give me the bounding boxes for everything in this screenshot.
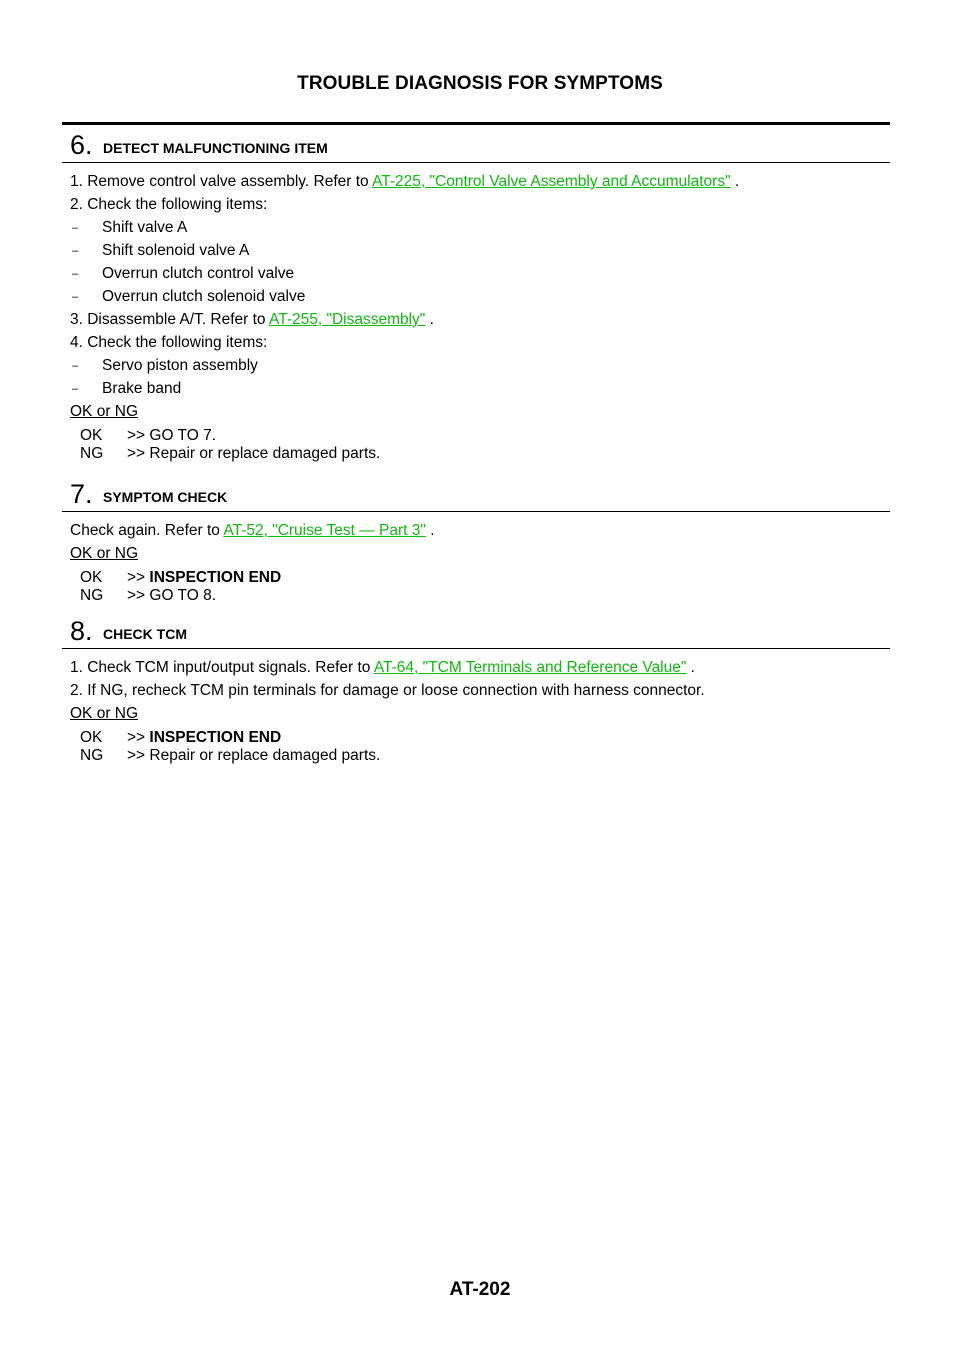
step-8-section: 8. CHECK TCM 1. Check TCM input/output s… xyxy=(62,616,890,765)
result-text: >> INSPECTION END xyxy=(127,729,281,747)
step-6-title: DETECT MALFUNCTIONING ITEM xyxy=(103,140,328,156)
link-disassembly[interactable]: AT-255, "Disassembly" xyxy=(269,311,426,328)
step-7-title: SYMPTOM CHECK xyxy=(103,489,228,505)
step-7-heading: 7. SYMPTOM CHECK xyxy=(62,479,890,512)
step-7-line: Check again. Refer to AT-52, "Cruise Tes… xyxy=(70,522,890,540)
step-7-line-text: Check again. Refer to xyxy=(70,522,224,539)
result-code: NG xyxy=(80,747,104,764)
list-item-text: Servo piston assembly xyxy=(102,357,258,374)
step-8-heading: 8. CHECK TCM xyxy=(62,616,890,649)
result-bold: INSPECTION END xyxy=(149,729,282,746)
step-7-section: 7. SYMPTOM CHECK Check again. Refer to A… xyxy=(62,479,890,605)
step-6-section: 6. DETECT MALFUNCTIONING ITEM 1. Remove … xyxy=(62,130,890,463)
list-item-text: Shift valve A xyxy=(102,219,188,236)
ok-or-ng-text: OK or NG xyxy=(70,403,139,420)
step-6-item-1: 1. Remove control valve assembly. Refer … xyxy=(70,173,890,191)
list-item: – Brake band xyxy=(70,380,890,398)
step-6-item-1-text: 1. Remove control valve assembly. Refer … xyxy=(70,173,373,190)
dash-bullet: – xyxy=(72,360,79,372)
step-8-item-1: 1. Check TCM input/output signals. Refer… xyxy=(70,659,890,677)
header-rule xyxy=(62,122,890,125)
list-item-text: Shift solenoid valve A xyxy=(102,242,250,259)
result-text: >> GO TO 8. xyxy=(127,587,217,604)
step-6-item-3-text: 3. Disassemble A/T. Refer to xyxy=(70,311,270,328)
step-8-item-2: 2. If NG, recheck TCM pin terminals for … xyxy=(70,682,705,699)
result-ok: OK >> INSPECTION END xyxy=(80,569,890,587)
result-text: >> GO TO 7. xyxy=(127,427,217,444)
result-ok: OK >> INSPECTION END xyxy=(80,729,890,747)
result-code: OK xyxy=(80,569,103,586)
step-6-item-4: 4. Check the following items: xyxy=(70,334,268,351)
step-6-item-3-end: . xyxy=(425,311,434,328)
dash-bullet: – xyxy=(72,245,79,257)
link-control-valve-assembly[interactable]: AT-225, "Control Valve Assembly and Accu… xyxy=(372,173,731,190)
step-7-number: 7. xyxy=(70,479,93,509)
dash-bullet: – xyxy=(72,383,79,395)
step-7-rule xyxy=(62,511,890,512)
step-8-title: CHECK TCM xyxy=(103,626,187,642)
result-ng: NG >> Repair or replace damaged parts. xyxy=(80,747,890,765)
ok-or-ng-text: OK or NG xyxy=(70,545,139,562)
list-item-text: Overrun clutch control valve xyxy=(102,265,295,282)
result-ok: OK >> GO TO 7. xyxy=(80,427,890,445)
list-item: – Overrun clutch control valve xyxy=(70,265,890,283)
result-ng: NG >> GO TO 8. xyxy=(80,587,890,605)
step-6-item-1-end: . xyxy=(730,173,740,190)
dash-bullet: – xyxy=(72,268,79,280)
list-item: – Shift valve A xyxy=(70,219,890,237)
step-6-number: 6. xyxy=(70,130,93,160)
link-cruise-test[interactable]: AT-52, "Cruise Test — Part 3" xyxy=(223,522,426,539)
list-item: – Shift solenoid valve A xyxy=(70,242,890,260)
step-8-rule xyxy=(62,648,890,649)
step-8-number: 8. xyxy=(70,616,93,646)
ok-or-ng-label: OK or NG xyxy=(70,403,890,421)
result-code: NG xyxy=(80,587,104,604)
dash-bullet: – xyxy=(72,222,79,234)
result-code: NG xyxy=(80,445,104,462)
step-8-item-1-end: . xyxy=(686,659,695,676)
result-bold: INSPECTION END xyxy=(149,569,282,586)
step-6-rule xyxy=(62,162,890,163)
step-7-line-end: . xyxy=(425,522,435,539)
result-text: >> Repair or replace damaged parts. xyxy=(127,445,381,462)
list-item-text: Overrun clutch solenoid valve xyxy=(102,288,306,305)
dash-bullet: – xyxy=(72,291,79,303)
list-item: – Overrun clutch solenoid valve xyxy=(70,288,890,306)
result-code: OK xyxy=(80,729,103,746)
page-header: TROUBLE DIAGNOSIS FOR SYMPTOMS xyxy=(297,73,663,94)
page-number: AT-202 xyxy=(449,1279,511,1300)
result-arrow: >> xyxy=(127,569,150,586)
link-tcm-terminals[interactable]: AT-64, "TCM Terminals and Reference Valu… xyxy=(373,659,687,676)
step-6-item-2: 2. Check the following items: xyxy=(70,196,268,213)
result-arrow: >> xyxy=(127,729,150,746)
step-8-item-1-text: 1. Check TCM input/output signals. Refer… xyxy=(70,659,374,676)
ok-or-ng-label: OK or NG xyxy=(70,705,890,723)
ok-or-ng-label: OK or NG xyxy=(70,545,890,563)
ok-or-ng-text: OK or NG xyxy=(70,705,139,722)
step-6-item-3: 3. Disassemble A/T. Refer to AT-255, "Di… xyxy=(70,311,890,329)
result-text: >> INSPECTION END xyxy=(127,569,281,587)
step-6-heading: 6. DETECT MALFUNCTIONING ITEM xyxy=(62,130,890,163)
result-text: >> Repair or replace damaged parts. xyxy=(127,747,381,764)
result-code: OK xyxy=(80,427,103,444)
list-item: – Servo piston assembly xyxy=(70,357,890,375)
list-item-text: Brake band xyxy=(102,380,182,397)
result-ng: NG >> Repair or replace damaged parts. xyxy=(80,445,890,463)
